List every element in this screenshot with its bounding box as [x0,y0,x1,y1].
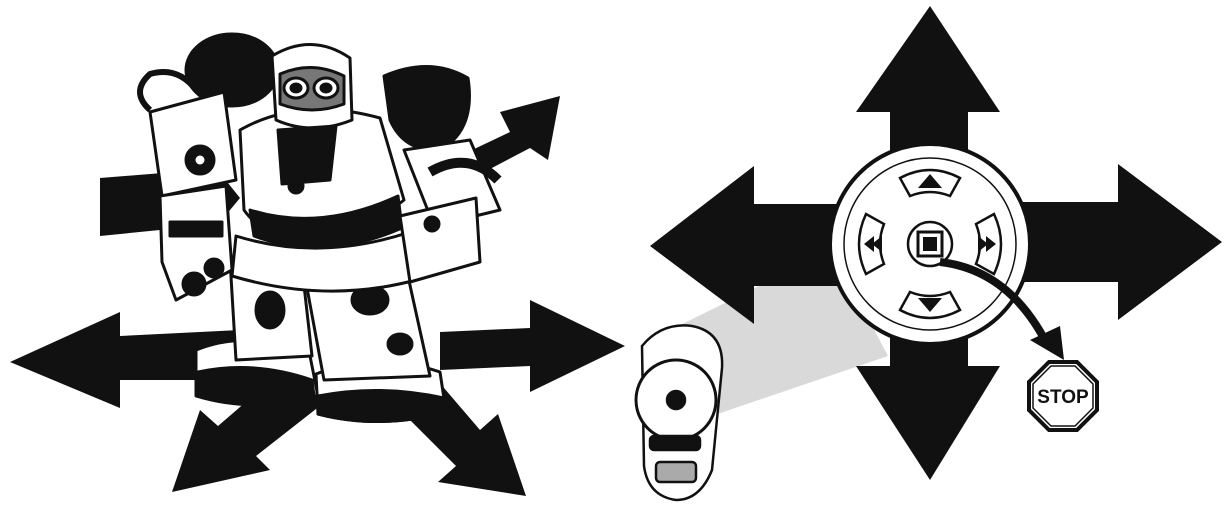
directional-pad [830,144,1030,344]
pad-arrow-right-icon [1012,164,1222,320]
stop-sign-label: STOP [1037,387,1089,408]
stop-sign-icon: STOP [1029,362,1097,430]
arrow-right-icon [440,300,625,392]
remote-control-icon [636,325,722,500]
